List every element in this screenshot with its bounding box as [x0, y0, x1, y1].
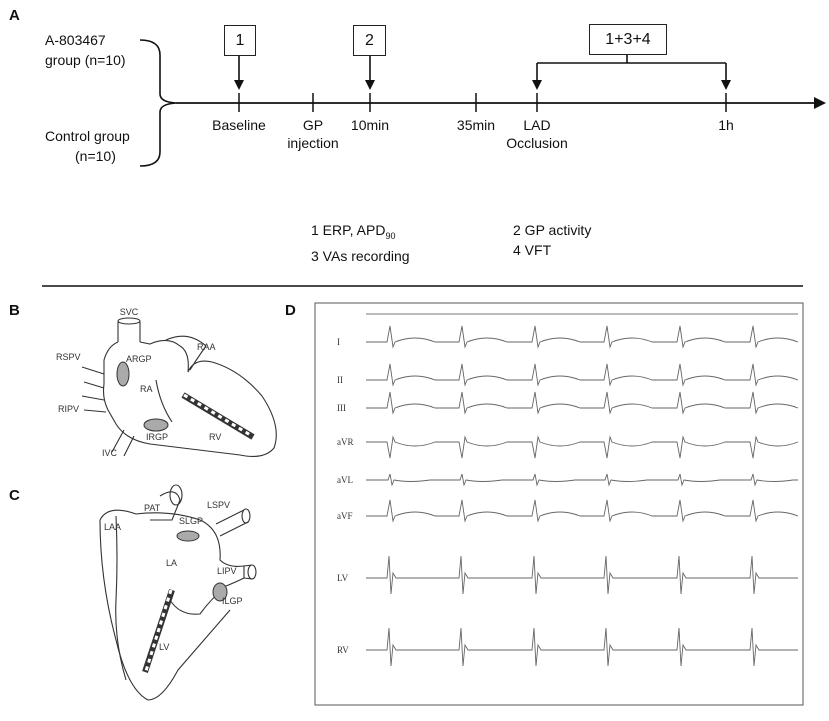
legend-item-1: 1 ERP, APD90 [311, 222, 396, 241]
label-raa: RAA [197, 342, 216, 352]
ecg-lead-label-avl: aVL [337, 475, 353, 485]
ecg-trace-i [366, 325, 799, 349]
label-pat: PAT [144, 503, 161, 513]
label-argp: ARGP [126, 354, 152, 364]
label-laa: LAA [104, 522, 121, 532]
ecg-frame [314, 302, 804, 706]
label-lipv: LIPV [217, 566, 237, 576]
label-slgp: SLGP [179, 516, 203, 526]
timeline-graphic [42, 39, 826, 287]
ecg-lead-label-avr: aVR [337, 437, 354, 447]
legend-left: 1 ERP, APD90 3 VAs recording [311, 220, 410, 266]
argp-marker [116, 361, 130, 387]
panel-label-a: A [9, 7, 20, 24]
label-rspv: RSPV [56, 352, 81, 362]
label-lv: LV [159, 642, 169, 652]
legend-right: 2 GP activity 4 VFT [513, 220, 591, 260]
label-irgp: IRGP [146, 432, 168, 442]
timepoint-35min: 35min [456, 117, 496, 133]
timepoint-10min: 10min [350, 117, 390, 133]
treated-group-label: A-803467 group (n=10) [45, 30, 126, 70]
treated-group-line1: A-803467 [45, 32, 106, 48]
ecg-trace-iii [366, 391, 799, 415]
legend-item-3: 3 VAs recording [311, 247, 410, 264]
label-rv: RV [209, 432, 221, 442]
ecg-trace-avf [366, 499, 799, 523]
label-svc: SVC [120, 307, 139, 317]
control-group-line1: Control group [45, 128, 130, 144]
treated-group-line2: group (n=10) [45, 52, 126, 68]
panel-label-c: C [9, 487, 20, 504]
control-group-line2: (n=10) [75, 148, 116, 164]
ecg-lead-label-lv: LV [337, 573, 349, 583]
label-ilgp: ILGP [222, 596, 243, 606]
ecg-trace-avr [366, 435, 799, 459]
ecg-trace-lv [366, 555, 798, 595]
arrow-box2 [365, 80, 375, 90]
timepoint-gp: GP injection [287, 117, 339, 151]
control-group-label: Control group (n=10) [45, 126, 130, 166]
label-ra: RA [140, 384, 153, 394]
step-box-1-3-4: 1+3+4 [589, 24, 667, 55]
legend-item-4: 4 VFT [513, 242, 552, 258]
ecg-lead-label-iii: III [337, 403, 346, 413]
ecg-lead-label-ii: II [337, 375, 343, 385]
ecg-trace-avl [366, 473, 798, 487]
step-box-1: 1 [224, 25, 256, 56]
legend-item-2: 2 GP activity [513, 222, 592, 238]
ecg-lead-label-avf: aVF [337, 511, 353, 521]
label-ivc: IVC [102, 448, 118, 458]
irgp-marker [143, 418, 169, 432]
arrow-box1 [234, 80, 244, 90]
ilgp-marker [212, 582, 228, 602]
panel-label-d: D [285, 302, 296, 319]
timeline-arrowhead [814, 97, 826, 109]
label-la: LA [166, 558, 177, 568]
ecg-lead-label-i: I [337, 337, 340, 347]
timepoint-1h: 1h [718, 117, 734, 133]
timepoint-baseline: Baseline [212, 117, 266, 133]
ecg-lead-label-rv: RV [337, 645, 349, 655]
label-lspv: LSPV [207, 500, 230, 510]
label-ripv: RIPV [58, 404, 79, 414]
ecg-trace-rv [366, 627, 798, 667]
slgp-marker [176, 530, 200, 542]
ecg-trace-ii [366, 363, 799, 387]
panel-label-b: B [9, 302, 20, 319]
timepoint-lad: LAD Occlusion [506, 117, 568, 151]
step-box-2: 2 [353, 25, 386, 56]
